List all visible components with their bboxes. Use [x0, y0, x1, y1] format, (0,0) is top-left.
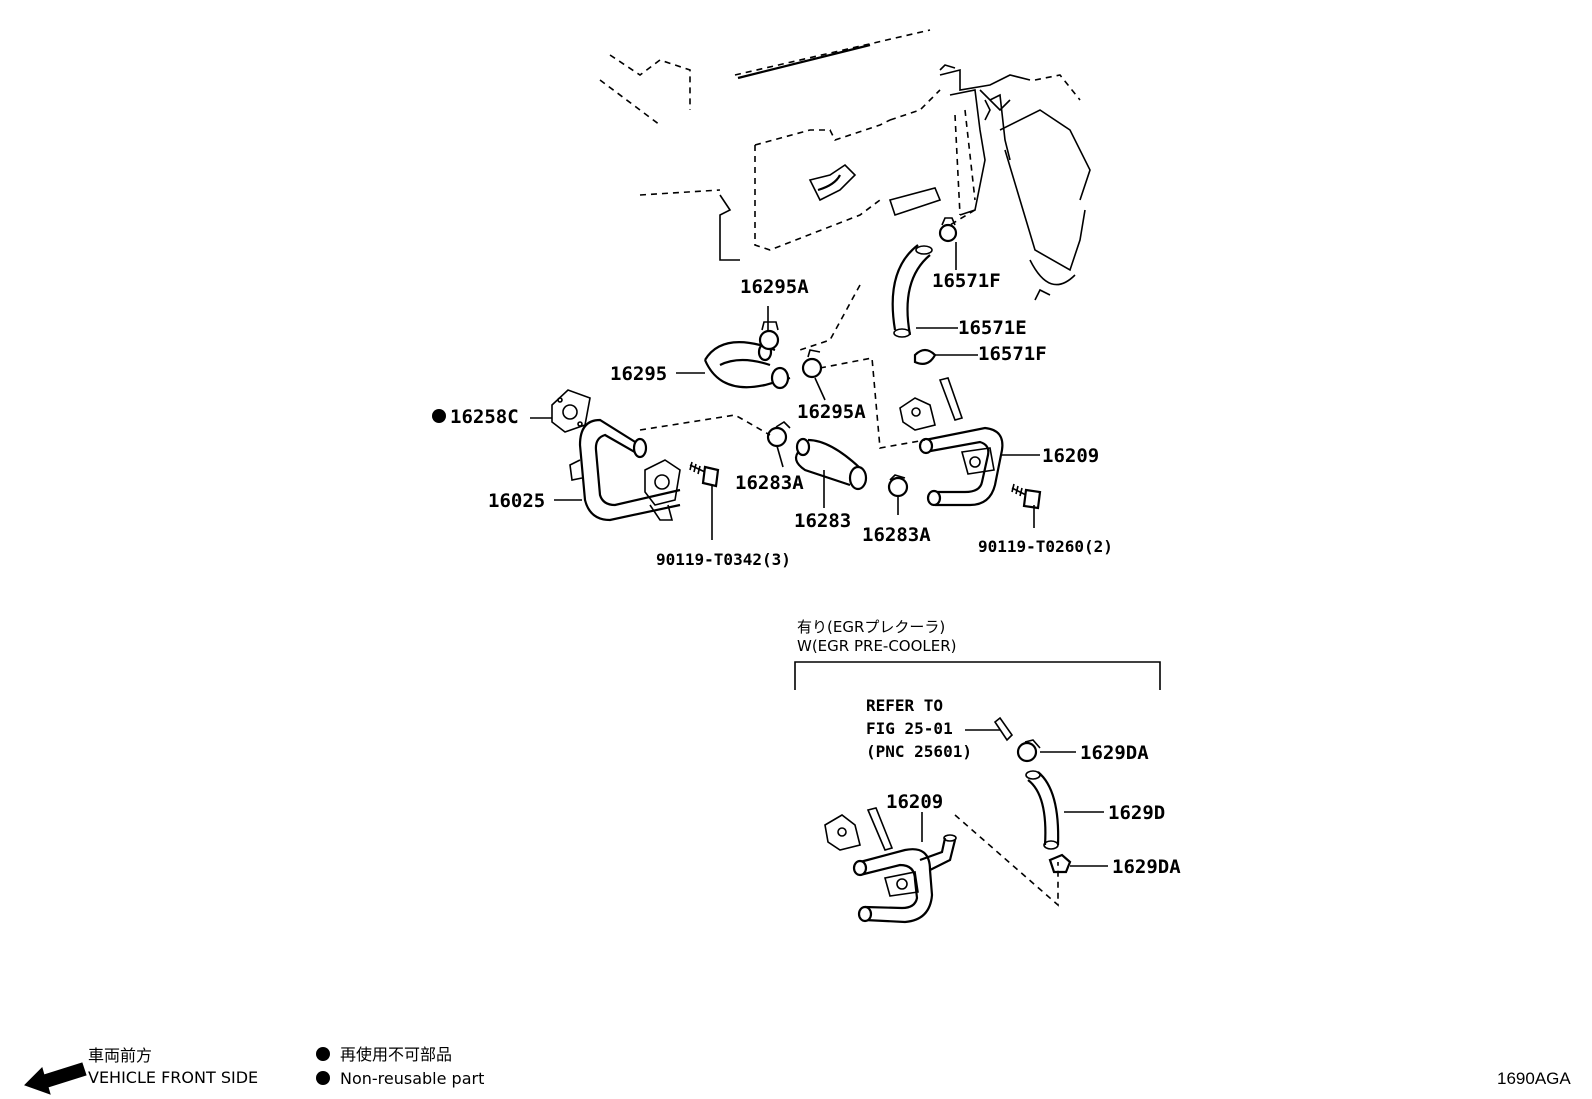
dash-line-1 — [799, 284, 861, 351]
pipe-16025 — [569, 418, 681, 522]
legend-front-side: 車両前方 VEHICLE FRONT SIDE — [24, 1046, 258, 1095]
label-16283A-right: 16283A — [862, 524, 931, 546]
label-16209-variant: 16209 — [886, 791, 943, 813]
legend-front-jp: 車両前方 — [88, 1046, 152, 1065]
legend-nonreuse-jp: 再使用不可部品 — [340, 1045, 452, 1064]
hose-16295 — [703, 341, 791, 390]
legend-nonreuse-en: Non-reusable part — [340, 1069, 484, 1088]
legend-non-reusable: 再使用不可部品 Non-reusable part — [316, 1045, 484, 1088]
clamp-16571F-mid — [913, 348, 937, 365]
bullet-icon — [316, 1047, 330, 1061]
legend-front-en: VEHICLE FRONT SIDE — [88, 1068, 258, 1087]
label-90119-T0342: 90119-T0342(3) — [656, 550, 791, 569]
refer-line-2: FIG 25-01 — [866, 719, 953, 738]
arrow-left-icon — [24, 1062, 87, 1095]
refer-line-1: REFER TO — [866, 696, 943, 715]
refer-line-3: (PNC 25601) — [866, 742, 972, 761]
label-1629D: 1629D — [1108, 802, 1165, 824]
hose-16571E — [891, 244, 933, 338]
pipe-16209 — [899, 377, 1004, 507]
bullet-icon — [316, 1071, 330, 1085]
figure-code: 1690AGA — [1497, 1069, 1571, 1088]
dash-line-4 — [949, 209, 976, 226]
dash-line-3 — [819, 357, 926, 449]
label-16283: 16283 — [794, 510, 851, 532]
label-1629DA-bottom: 1629DA — [1112, 856, 1181, 878]
label-90119-T0260: 90119-T0260(2) — [978, 537, 1113, 556]
hose-16283 — [794, 437, 868, 491]
engine-outline — [599, 29, 1091, 301]
clamp-16571F-top — [938, 217, 958, 243]
dash-line-2 — [639, 414, 771, 436]
clamp-16283A-left — [766, 420, 791, 448]
variant-title-en: W(EGR PRE-COOLER) — [797, 637, 957, 655]
label-16571E: 16571E — [958, 317, 1027, 339]
label-16025: 16025 — [488, 490, 545, 512]
label-1629DA-top: 1629DA — [1080, 742, 1149, 764]
variant-egr-pre-cooler: 有り(EGRプレクーラ) W(EGR PRE-COOLER) REFER TO … — [794, 618, 1181, 924]
clamp-16283A-right — [887, 474, 909, 498]
clamp-16295A-top — [758, 321, 780, 351]
label-16295A-top: 16295A — [740, 276, 809, 298]
nonreusable-marker — [432, 409, 446, 423]
label-16295: 16295 — [610, 363, 667, 385]
label-16571F-mid: 16571F — [978, 343, 1047, 365]
variant-bracket — [794, 661, 1161, 690]
variant-title-jp: 有り(EGRプレクーラ) — [797, 618, 945, 636]
label-16283A-left: 16283A — [735, 472, 804, 494]
leader-lines — [530, 242, 1040, 540]
bolt-90119-T0342 — [689, 461, 720, 488]
label-16295A-mid: 16295A — [797, 401, 866, 423]
clamp-16295A-mid — [801, 349, 823, 379]
label-16571F-top: 16571F — [932, 270, 1001, 292]
label-16209: 16209 — [1042, 445, 1099, 467]
bolt-90119-T0260 — [1011, 483, 1042, 510]
variant-dash-line — [954, 814, 1059, 907]
label-16258C: 16258C — [450, 406, 519, 428]
